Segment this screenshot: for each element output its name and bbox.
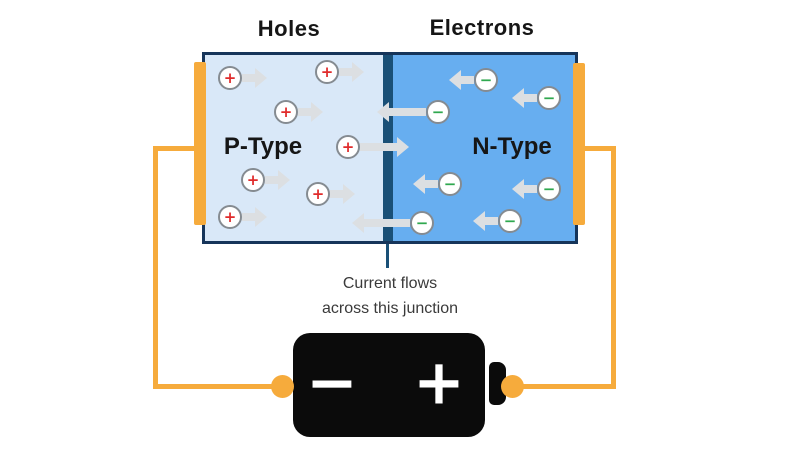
wire-left-top [153,146,197,151]
wire-right-top [583,146,616,151]
wire-right-vertical [611,146,616,389]
junction-caption-line2: across this junction [321,299,459,317]
junction-caption-line1: Current flows [342,275,438,292]
hole-flow-arrow-right [298,101,323,123]
hole-flow-arrow-right [242,67,267,89]
right-electrode [573,63,585,225]
holes-title: Holes [257,16,321,41]
left-electrode [194,62,206,225]
electron-flow-arrow-left [473,210,498,232]
junction-pointer-line [386,244,389,268]
hole-carrier: + [241,168,265,192]
electron-flow-arrow-left [413,173,438,195]
p-type-label: P-Type [223,133,303,160]
electron-flow-arrow-left [377,101,426,123]
battery-positive-sign: + [413,345,465,419]
hole-carrier: + [306,182,330,206]
electron-flow-arrow-left [512,178,537,200]
electron-carrier: − [537,86,561,110]
hole-carrier: + [336,135,360,159]
electron-carrier: − [426,100,450,124]
electron-flow-arrow-left [449,69,474,91]
hole-flow-arrow-right [330,183,355,205]
wire-left-bottom [153,384,283,389]
electron-carrier: − [474,68,498,92]
electron-carrier: − [537,177,561,201]
hole-carrier: + [218,66,242,90]
hole-carrier: + [315,60,339,84]
hole-carrier: + [274,100,298,124]
hole-flow-arrow-right [360,136,409,158]
hole-carrier: + [218,205,242,229]
wire-terminal-dot-left [271,375,294,398]
electron-carrier: − [498,209,522,233]
wire-left-vertical [153,146,158,389]
hole-flow-arrow-right [242,206,267,228]
battery-positive-terminal [489,362,506,405]
wire-right-bottom [513,384,616,389]
electron-carrier: − [438,172,462,196]
electron-flow-arrow-left [512,87,537,109]
wire-terminal-dot-right [501,375,524,398]
electron-flow-arrow-left [352,212,410,234]
battery-negative-sign: − [306,345,358,419]
battery-body [293,333,485,437]
electrons-title: Electrons [429,15,535,40]
electron-carrier: − [410,211,434,235]
hole-flow-arrow-right [339,61,364,83]
hole-flow-arrow-right [265,169,290,191]
junction-caption: Current flows across this junction [322,272,458,322]
n-type-label: N-Type [472,133,552,160]
